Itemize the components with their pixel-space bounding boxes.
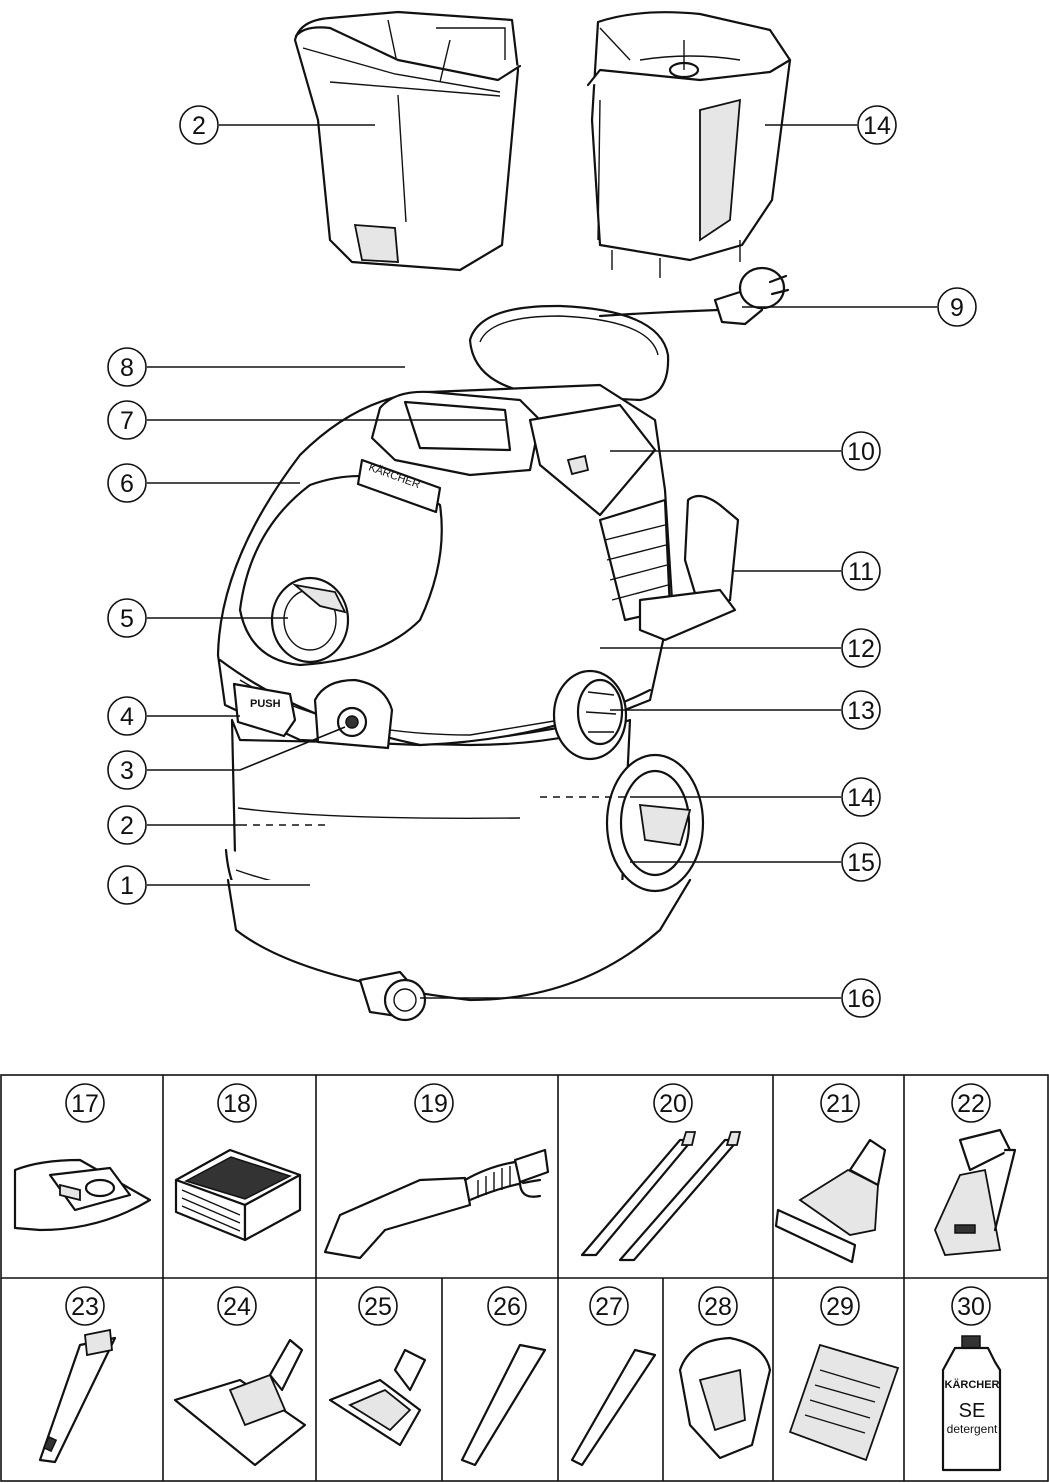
accessory-20-extension-tubes: 20 bbox=[580, 1083, 742, 1262]
fresh-water-tank-drawing bbox=[586, 11, 792, 278]
svg-text:7: 7 bbox=[120, 407, 134, 435]
svg-text:6: 6 bbox=[120, 470, 134, 498]
callout-4: 4 bbox=[107, 696, 147, 736]
svg-text:15: 15 bbox=[847, 849, 875, 877]
svg-text:13: 13 bbox=[847, 697, 875, 725]
callout-1: 1 bbox=[107, 865, 147, 905]
cleaner-machine-drawing: KÄRCHER PUSH bbox=[216, 266, 790, 1022]
svg-text:20: 20 bbox=[659, 1090, 687, 1118]
svg-text:14: 14 bbox=[847, 784, 875, 812]
accessory-25-upholstery-brush: 25 bbox=[328, 1286, 427, 1447]
svg-text:5: 5 bbox=[120, 605, 134, 633]
svg-text:19: 19 bbox=[420, 1090, 448, 1118]
svg-text:22: 22 bbox=[957, 1090, 985, 1118]
callout-2-body: 2 bbox=[107, 805, 147, 845]
accessory-21-upholstery-nozzle: 21 bbox=[774, 1083, 887, 1264]
detergent-description: detergent bbox=[947, 1422, 998, 1436]
detergent-product: SE bbox=[959, 1400, 986, 1422]
svg-text:10: 10 bbox=[847, 438, 875, 466]
callout-5: 5 bbox=[107, 598, 147, 638]
callout-16: 16 bbox=[841, 978, 881, 1018]
accessory-17-flat-fold-filter: 17 bbox=[13, 1083, 152, 1232]
push-latch-label: PUSH bbox=[250, 698, 281, 710]
callout-leaders bbox=[147, 124, 937, 999]
svg-text:24: 24 bbox=[223, 1293, 251, 1321]
svg-text:26: 26 bbox=[493, 1293, 521, 1321]
push-latch[interactable]: PUSH bbox=[232, 682, 297, 738]
svg-text:21: 21 bbox=[826, 1090, 854, 1118]
callout-12: 12 bbox=[841, 628, 881, 668]
svg-text:28: 28 bbox=[704, 1293, 732, 1321]
svg-text:2: 2 bbox=[120, 812, 134, 840]
svg-text:1: 1 bbox=[120, 872, 134, 900]
rear-wheel-icon bbox=[605, 753, 705, 893]
callout-7: 7 bbox=[107, 400, 147, 440]
callout-2-top: 2 bbox=[179, 105, 219, 145]
svg-text:23: 23 bbox=[71, 1293, 99, 1321]
callout-11: 11 bbox=[841, 551, 881, 591]
dirty-water-tank-drawing bbox=[293, 10, 522, 272]
accessory-19-spray-hose-with-handle: 19 bbox=[323, 1083, 550, 1260]
callout-3: 3 bbox=[107, 750, 147, 790]
svg-text:12: 12 bbox=[847, 635, 875, 663]
svg-text:27: 27 bbox=[595, 1293, 623, 1321]
detergent-brand: KÄRCHER bbox=[945, 1378, 1000, 1391]
callout-6: 6 bbox=[107, 463, 147, 503]
callout-9: 9 bbox=[937, 287, 977, 327]
svg-text:9: 9 bbox=[950, 294, 964, 322]
svg-text:14: 14 bbox=[863, 112, 891, 140]
svg-text:18: 18 bbox=[223, 1090, 251, 1118]
accessory-grid bbox=[0, 1074, 1049, 1482]
accessory-27-crevice-nozzle-short: 27 bbox=[570, 1286, 657, 1467]
callout-13: 13 bbox=[841, 690, 881, 730]
accessory-23-crevice-nozzle: 23 bbox=[38, 1286, 117, 1464]
svg-text:30: 30 bbox=[957, 1293, 985, 1321]
accessory-30-detergent-bottle: 30 KÄRCHER SE detergent bbox=[941, 1286, 1002, 1472]
svg-text:25: 25 bbox=[364, 1293, 392, 1321]
callout-8: 8 bbox=[107, 347, 147, 387]
accessory-28-accessory-bag: 28 bbox=[678, 1286, 772, 1460]
svg-text:8: 8 bbox=[120, 354, 134, 382]
callout-15: 15 bbox=[841, 842, 881, 882]
svg-text:16: 16 bbox=[847, 985, 875, 1013]
rotary-knob[interactable] bbox=[552, 669, 628, 761]
accessory-26-crevice-nozzle-long: 26 bbox=[460, 1286, 547, 1467]
accessory-24-floor-nozzle: 24 bbox=[173, 1286, 307, 1467]
callout-14-body: 14 bbox=[841, 777, 881, 817]
svg-text:4: 4 bbox=[120, 703, 134, 731]
accessory-18-flat-pleated-filter: 18 bbox=[174, 1083, 302, 1242]
svg-text:11: 11 bbox=[848, 558, 874, 586]
svg-text:17: 17 bbox=[71, 1090, 99, 1118]
accessory-29-instruction-sheet: 29 bbox=[788, 1286, 900, 1462]
accessory-22-hand-nozzle: 22 bbox=[934, 1083, 1017, 1256]
callout-10: 10 bbox=[841, 431, 881, 471]
svg-text:3: 3 bbox=[120, 757, 134, 785]
callout-14-top: 14 bbox=[857, 105, 897, 145]
power-plug-icon bbox=[713, 266, 790, 326]
svg-text:29: 29 bbox=[826, 1293, 854, 1321]
svg-text:2: 2 bbox=[192, 112, 206, 140]
castor-wheel-icon bbox=[358, 970, 427, 1022]
